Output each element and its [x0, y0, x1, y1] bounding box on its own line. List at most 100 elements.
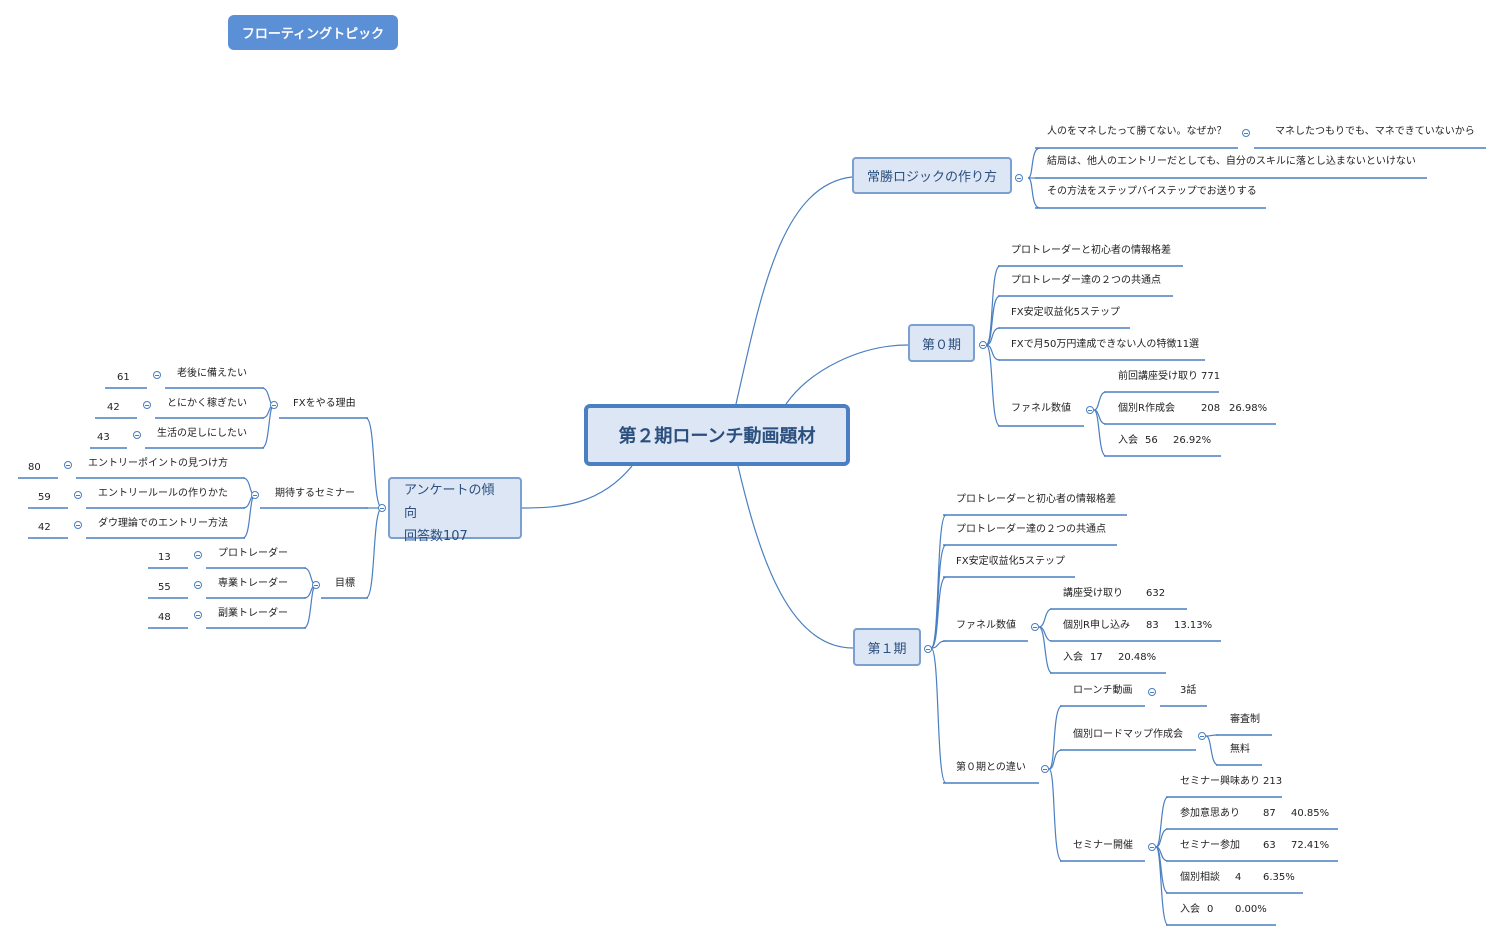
- fx-reason-count: 42: [107, 402, 120, 413]
- seminar-funnel-label[interactable]: 個別相談: [1180, 872, 1220, 883]
- collapse-fx-reason-icon[interactable]: [270, 401, 278, 409]
- goal-item[interactable]: 専業トレーダー: [218, 578, 288, 589]
- phase1-funnel-label[interactable]: ファネル数値: [956, 620, 1016, 631]
- phase0-item[interactable]: FX安定収益化5ステップ: [1011, 307, 1120, 318]
- phase1-funnel-pct: 13.13%: [1174, 620, 1213, 631]
- goal-count: 55: [158, 582, 171, 593]
- seminar-funnel-value: 87: [1263, 808, 1276, 819]
- phase0-funnel-label-item[interactable]: 前回講座受け取り: [1118, 371, 1198, 382]
- fx-reason-label[interactable]: FXをやる理由: [293, 398, 356, 409]
- collapse-icon[interactable]: [143, 401, 151, 409]
- collapse-logic-icon[interactable]: [1015, 174, 1023, 182]
- survey-title: アンケートの傾向: [404, 483, 495, 521]
- central-topic[interactable]: 第２期ローンチ動画題材: [584, 404, 850, 466]
- seminar-funnel-label[interactable]: 参加意思あり: [1180, 808, 1240, 819]
- launch-video-count[interactable]: 3話: [1180, 685, 1197, 696]
- logic-why[interactable]: 人のをマネしたって勝てない。なぜか？: [1047, 126, 1227, 137]
- collapse-icon[interactable]: [153, 371, 161, 379]
- launch-video-label[interactable]: ローンチ動画: [1073, 685, 1133, 696]
- collapse-icon[interactable]: [133, 431, 141, 439]
- collapse-icon[interactable]: [1041, 765, 1049, 773]
- phase1-funnel-label-item[interactable]: 講座受け取り: [1063, 588, 1123, 599]
- fx-reason-item[interactable]: 生活の足しにしたい: [157, 428, 247, 439]
- collapse-icon[interactable]: [64, 461, 72, 469]
- goal-count: 13: [158, 552, 171, 563]
- seminar-funnel-pct: 72.41%: [1291, 840, 1330, 851]
- fx-reason-count: 43: [97, 432, 110, 443]
- collapse-survey-icon[interactable]: [378, 504, 386, 512]
- collapse-icon[interactable]: [194, 611, 202, 619]
- seminar-funnel-value: 63: [1263, 840, 1276, 851]
- phase1-item[interactable]: FX安定収益化5ステップ: [956, 556, 1065, 567]
- collapse-icon[interactable]: [1198, 732, 1206, 740]
- collapse-seminar-icon[interactable]: [251, 491, 259, 499]
- collapse-goal-icon[interactable]: [312, 581, 320, 589]
- fx-reason-item[interactable]: とにかく稼ぎたい: [167, 398, 247, 409]
- phase1-funnel-label-item[interactable]: 入会: [1063, 652, 1083, 663]
- roadmap-item[interactable]: 無料: [1230, 744, 1250, 755]
- collapse-icon[interactable]: [74, 491, 82, 499]
- collapse-icon[interactable]: [1242, 129, 1250, 137]
- phase0-funnel-label-item[interactable]: 入会: [1118, 435, 1138, 446]
- phase0-funnel-label[interactable]: ファネル数値: [1011, 403, 1071, 414]
- collapse-icon[interactable]: [1086, 406, 1094, 414]
- seminar-funnel-pct: 40.85%: [1291, 808, 1330, 819]
- collapse-icon[interactable]: [74, 521, 82, 529]
- phase1-funnel-pct: 20.48%: [1118, 652, 1157, 663]
- fx-reason-item[interactable]: 老後に備えたい: [177, 368, 247, 379]
- phase0-funnel-pct: 26.98%: [1229, 403, 1268, 414]
- goal-count: 48: [158, 612, 171, 623]
- logic-method[interactable]: その方法をステップバイステップでお送りする: [1047, 186, 1257, 197]
- collapse-icon[interactable]: [1148, 843, 1156, 851]
- seminar-funnel-value: 213: [1263, 776, 1283, 787]
- collapse-phase0-icon[interactable]: [979, 341, 987, 349]
- phase1-item[interactable]: プロトレーダーと初心者の情報格差: [956, 494, 1116, 505]
- phase1-item[interactable]: プロトレーダー達の２つの共通点: [956, 524, 1106, 535]
- phase1-topic[interactable]: 第１期: [853, 628, 921, 666]
- phase0-funnel-label-item[interactable]: 個別R作成会: [1118, 403, 1175, 414]
- seminar-count: 59: [38, 492, 51, 503]
- phase0-funnel-pct: 26.92%: [1173, 435, 1212, 446]
- phase1-funnel-value: 83: [1146, 620, 1159, 631]
- seminar-expectation-label[interactable]: 期待するセミナー: [275, 488, 355, 499]
- collapse-phase1-icon[interactable]: [924, 645, 932, 653]
- seminar-funnel-label[interactable]: セミナー参加: [1180, 840, 1240, 851]
- fx-reason-count: 61: [117, 372, 130, 383]
- phase0-item[interactable]: プロトレーダー達の２つの共通点: [1011, 275, 1161, 286]
- seminar-item[interactable]: ダウ理論でのエントリー方法: [98, 518, 228, 529]
- phase1-funnel-value: 17: [1090, 652, 1103, 663]
- roadmap-item[interactable]: 審査制: [1230, 714, 1260, 725]
- seminar-item[interactable]: エントリーポイントの見つけ方: [88, 458, 228, 469]
- collapse-icon[interactable]: [1031, 623, 1039, 631]
- goal-item[interactable]: 副業トレーダー: [218, 608, 288, 619]
- phase0-item[interactable]: FXで月50万円達成できない人の特徴11選: [1011, 339, 1200, 350]
- survey-respondents: 回答数107: [404, 529, 468, 544]
- seminar-funnel-pct: 6.35%: [1263, 872, 1295, 883]
- seminar-funnel-value: 4: [1235, 872, 1242, 883]
- roadmap-label[interactable]: 個別ロードマップ作成会: [1073, 729, 1183, 740]
- collapse-icon[interactable]: [194, 551, 202, 559]
- phase1-funnel-value: 632: [1146, 588, 1166, 599]
- seminar-funnel-label[interactable]: 入会: [1180, 904, 1200, 915]
- goal-item[interactable]: プロトレーダー: [218, 548, 288, 559]
- phase1-funnel-label-item[interactable]: 個別R申し込み: [1063, 620, 1130, 631]
- goal-label[interactable]: 目標: [335, 578, 355, 589]
- logic-topic[interactable]: 常勝ロジックの作り方: [852, 157, 1012, 194]
- seminar-held-label[interactable]: セミナー開催: [1073, 840, 1133, 851]
- seminar-count: 42: [38, 522, 51, 533]
- collapse-icon[interactable]: [1148, 688, 1156, 696]
- seminar-item[interactable]: エントリールールの作りかた: [98, 488, 228, 499]
- collapse-icon[interactable]: [194, 581, 202, 589]
- phase0-topic[interactable]: 第０期: [908, 324, 975, 362]
- phase1-diff-label[interactable]: 第０期との違い: [956, 762, 1026, 773]
- floating-topic[interactable]: フローティングトピック: [228, 15, 398, 50]
- seminar-funnel-label[interactable]: セミナー興味あり: [1180, 776, 1260, 787]
- phase0-funnel-value: 56: [1145, 435, 1158, 446]
- phase0-item[interactable]: プロトレーダーと初心者の情報格差: [1011, 245, 1171, 256]
- logic-why-answer[interactable]: マネしたつもりでも、マネできていないから: [1275, 126, 1475, 137]
- seminar-funnel-pct: 0.00%: [1235, 904, 1267, 915]
- survey-topic[interactable]: アンケートの傾向 回答数107: [388, 477, 522, 544]
- logic-conclusion[interactable]: 結局は、他人のエントリーだとしても、自分のスキルに落とし込まないといけない: [1047, 156, 1416, 167]
- phase0-funnel-value: 771: [1201, 371, 1221, 382]
